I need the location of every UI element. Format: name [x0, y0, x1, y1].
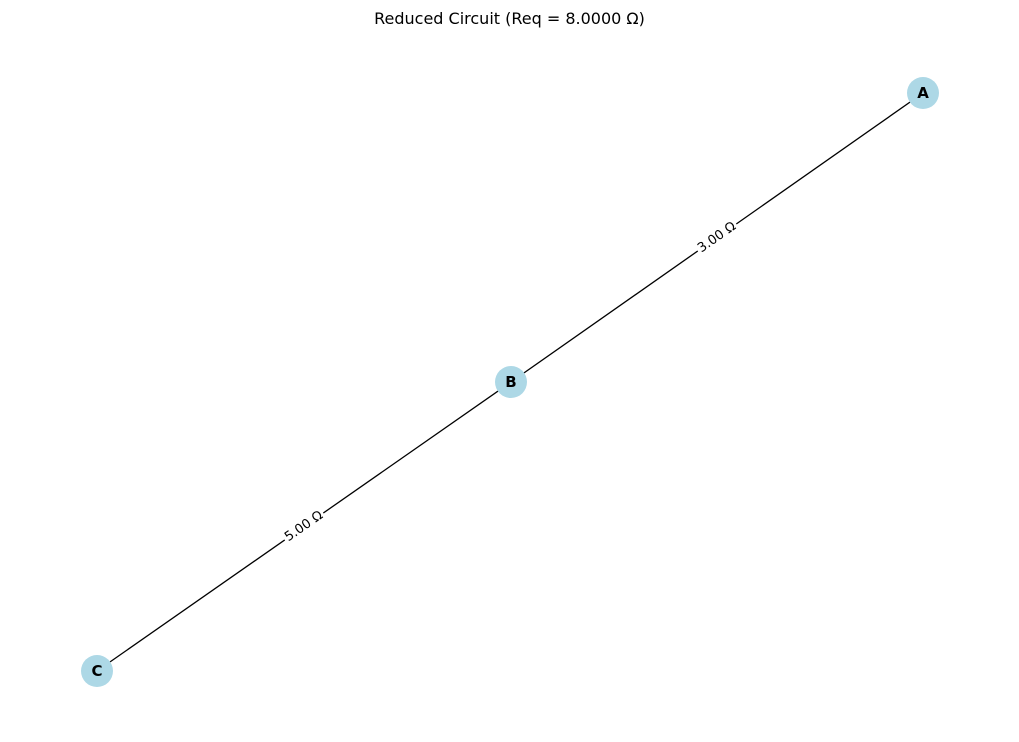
node-b: B [495, 366, 527, 398]
node-circle [495, 366, 527, 398]
diagram-title: Reduced Circuit (Req = 8.0000 Ω) [374, 9, 645, 28]
edge-label-group: 3.00 Ω [692, 217, 742, 258]
node-label: A [917, 84, 929, 102]
node-circle [907, 77, 939, 109]
node-circle [81, 655, 113, 687]
node-c: C [81, 655, 113, 687]
edge-resistance-label: 3.00 Ω [695, 219, 739, 256]
edge-label-background [692, 217, 742, 258]
edge-label-group: 5.00 Ω [279, 506, 329, 547]
node-a: A [907, 77, 939, 109]
edge-label-background [279, 506, 329, 547]
nodes-layer: A B C [81, 77, 939, 687]
node-label: B [505, 373, 516, 391]
node-label: C [91, 662, 102, 680]
edge-resistance-label: 5.00 Ω [282, 508, 326, 545]
